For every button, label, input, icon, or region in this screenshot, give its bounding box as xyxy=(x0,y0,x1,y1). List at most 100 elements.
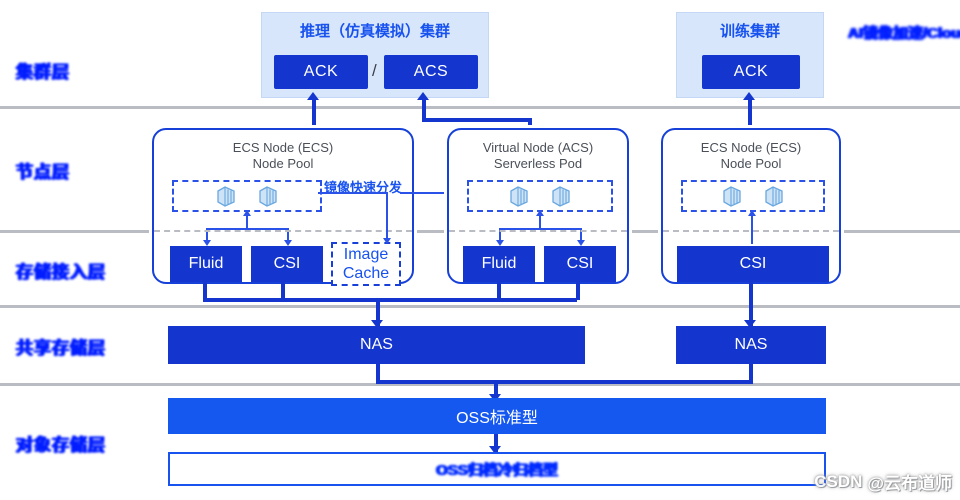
layer-label-node: 节点层 xyxy=(16,162,70,183)
connector-oss-to-archive xyxy=(494,434,498,452)
arrow-to-nas-left xyxy=(371,320,383,328)
inner-divider-right xyxy=(663,230,839,232)
node-title-line2-left: Node Pool xyxy=(252,156,314,171)
connector-dist-to-virtual xyxy=(400,192,462,194)
arrow-fluid-virtual xyxy=(496,240,504,246)
layer-label-object-storage: 对象存储层 xyxy=(16,435,106,456)
arrow-pods-up-right xyxy=(748,210,756,216)
connector-branch-left xyxy=(206,228,288,230)
image-cache-box[interactable]: Image Cache xyxy=(331,242,401,286)
connector-to-oss xyxy=(494,380,498,400)
watermark: CSDN @云布道师 xyxy=(814,469,952,494)
connector-nas-left-down xyxy=(376,364,380,384)
connector-fluid-left-down xyxy=(203,280,207,300)
pod-group-right xyxy=(681,180,825,212)
node-panel-ecs-left[interactable]: ECS Node (ECS) Node Pool Fluid xyxy=(152,128,414,286)
oss-archive-label: OSS归档冷归档型 xyxy=(436,461,558,479)
connector-pods-up-left xyxy=(246,214,248,228)
arrow-node2-to-inference xyxy=(417,92,429,100)
service-csi-right[interactable]: CSI xyxy=(677,246,829,282)
node-title-line2-virtual: Serverless Pod xyxy=(493,156,583,171)
pod-group-left xyxy=(172,180,322,212)
arrow-csi-virtual xyxy=(577,240,585,246)
arrow-fluid-left xyxy=(203,240,211,246)
divider-cluster-node xyxy=(0,106,960,109)
pod-icon xyxy=(723,186,741,207)
cluster-card-training[interactable]: 训练集群 ACK xyxy=(676,12,824,98)
arrow-dist-down xyxy=(383,238,391,244)
connector-left-merge xyxy=(203,298,283,302)
nas-bar-left[interactable]: NAS xyxy=(168,326,585,364)
connector-pods-up-right xyxy=(751,214,753,244)
pod-group-virtual xyxy=(467,180,613,212)
node-panel-virtual[interactable]: Virtual Node (ACS) Serverless Pod Flui xyxy=(447,128,629,284)
arrow-node1-to-inference xyxy=(307,92,319,100)
service-fluid-left[interactable]: Fluid xyxy=(170,246,242,282)
service-csi-virtual[interactable]: CSI xyxy=(544,246,616,282)
connector-dist-down xyxy=(386,192,388,240)
node-title-line1-virtual: Virtual Node (ACS) xyxy=(482,140,594,155)
connector-virtual-merge xyxy=(497,298,577,302)
connector-node2-to-inference xyxy=(422,100,426,122)
inner-divider-left xyxy=(154,230,412,232)
cluster-title-training: 训练集群 xyxy=(719,23,780,40)
node-title-line2-right: Node Pool xyxy=(720,156,782,171)
divider-shared-object xyxy=(0,383,960,386)
cluster-title-inference: 推理（仿真模拟）集群 xyxy=(299,23,450,40)
node-panel-ecs-right[interactable]: ECS Node (ECS) Node Pool CSI xyxy=(661,128,841,284)
oss-standard-bar[interactable]: OSS标准型 xyxy=(168,398,826,434)
inner-divider-virtual xyxy=(449,230,627,232)
arrow-to-nas-right xyxy=(744,320,756,328)
connector-branch-virtual xyxy=(499,228,581,230)
connector-node1-to-inference xyxy=(312,100,316,128)
image-distribution-label: 镜像快速分发 xyxy=(324,180,403,195)
connector-node3-to-training xyxy=(748,100,752,128)
node-title-line1-right: ECS Node (ECS) xyxy=(700,140,802,155)
cluster-separator: / xyxy=(372,61,377,80)
connector-fluid-virtual-down xyxy=(497,280,501,300)
layer-label-cluster: 集群层 xyxy=(16,62,70,83)
image-cache-line1: Image xyxy=(343,246,389,263)
connector-csi-virtual-down xyxy=(576,280,580,300)
nas-bar-right[interactable]: NAS xyxy=(676,326,826,364)
arrow-pods-up-left xyxy=(243,210,251,216)
service-csi-left[interactable]: CSI xyxy=(251,246,323,282)
acs-button-inference[interactable]: ACS xyxy=(384,55,478,89)
pod-icon xyxy=(765,186,783,207)
connector-left-virtual-link xyxy=(281,298,499,302)
ack-button-training[interactable]: ACK xyxy=(702,55,800,89)
connector-dist-left xyxy=(318,192,388,194)
oss-archive-bar[interactable]: OSS归档冷归档型 xyxy=(168,452,826,486)
arrow-oss-to-archive xyxy=(489,446,501,454)
ack-button-inference[interactable]: ACK xyxy=(274,55,368,89)
connector-pods-up-virtual xyxy=(539,214,541,228)
divider-storage-access-shared xyxy=(0,305,960,308)
connector-csi-right-down xyxy=(749,280,753,326)
cluster-card-inference[interactable]: 推理（仿真模拟）集群 ACK / ACS xyxy=(261,12,489,98)
pod-icon xyxy=(552,186,570,207)
pod-icon xyxy=(510,186,528,207)
image-cache-line2: Cache xyxy=(342,265,390,282)
connector-to-nas-left xyxy=(376,298,380,326)
arrow-node3-to-training xyxy=(743,92,755,100)
connector-inference-down xyxy=(528,118,532,130)
connector-csi-up-left xyxy=(287,228,289,242)
layer-label-shared-storage: 共享存储层 xyxy=(16,338,106,359)
connector-nas-merge xyxy=(376,380,751,384)
connector-inference-branch xyxy=(422,118,532,122)
watermark-brand: CSDN xyxy=(814,471,863,491)
layer-label-storage-access: 存储接入层 xyxy=(16,262,106,283)
top-right-note: AI镜像加速/Cloud xyxy=(848,25,960,42)
watermark-account: @云布道师 xyxy=(867,474,952,493)
arrow-csi-left xyxy=(284,240,292,246)
connector-fluid-up-virtual xyxy=(499,228,501,242)
connector-fluid-up-left xyxy=(206,228,208,242)
service-fluid-virtual[interactable]: Fluid xyxy=(463,246,535,282)
connector-csi-up-virtual xyxy=(580,228,582,242)
pod-icon xyxy=(217,186,235,207)
arrow-pods-up-virtual xyxy=(536,210,544,216)
connector-nas-right-down xyxy=(749,364,753,384)
node-title-line1-left: ECS Node (ECS) xyxy=(232,140,334,155)
pod-icon xyxy=(259,186,277,207)
